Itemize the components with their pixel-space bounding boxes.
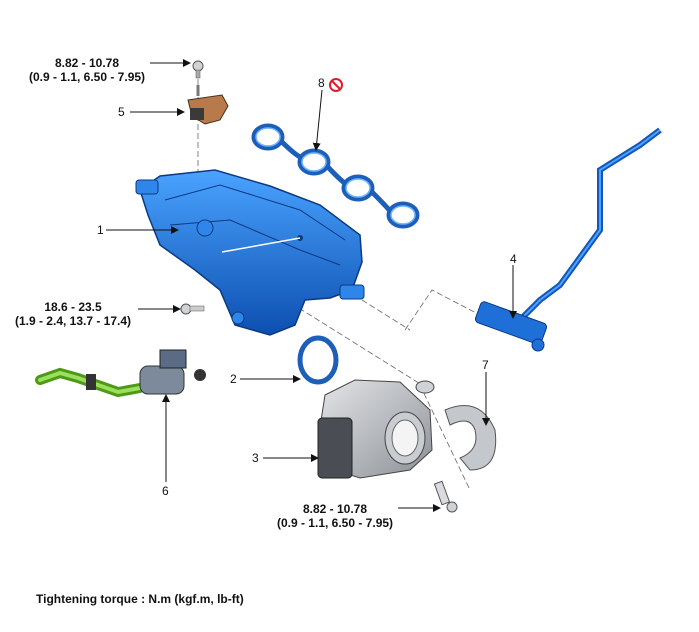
callout-3: 3 [252,451,259,465]
throttle-body [317,379,433,479]
torque-manifold-line2: (1.9 - 2.4, 13.7 - 17.4) [14,314,132,328]
callout-2: 2 [230,372,237,386]
hose-clamp [415,380,435,394]
purge-hose [35,367,145,398]
torque-sensor-line2: (0.9 - 1.1, 6.50 - 7.95) [28,70,146,84]
callout-6: 6 [162,484,169,498]
manifold-bolt [180,303,205,315]
torque-units-footer: Tightening torque : N.m (kgf.m, lb-ft) [36,592,244,606]
callout-8: 8 [318,76,325,90]
intake-manifold [135,169,365,336]
torque-label-manifold-bolt: 18.6 - 23.5 (1.9 - 2.4, 13.7 - 17.4) [8,300,138,328]
throttle-bolt [433,480,458,513]
intake-gasket-highlight [255,127,416,225]
leader-arrows [106,59,517,512]
callout-4: 4 [510,252,517,266]
torque-label-sensor-bolt: 8.82 - 10.78 (0.9 - 1.1, 6.50 - 7.95) [28,56,146,84]
torque-label-throttle-bolt: 8.82 - 10.78 (0.9 - 1.1, 6.50 - 7.95) [275,502,395,530]
sensor-bolt [192,60,204,79]
intake-pipe [444,405,497,471]
torque-sensor-line1: 8.82 - 10.78 [54,56,120,70]
purge-valve [139,349,206,395]
callout-5: 5 [118,105,125,119]
pcv-pipe [474,127,662,352]
intake-gasket [251,123,420,229]
torque-throttle-line1: 8.82 - 10.78 [302,502,368,516]
callout-7: 7 [482,358,489,372]
callout-1: 1 [97,223,104,237]
no-reuse-icon [329,78,343,92]
torque-manifold-line1: 18.6 - 23.5 [44,300,102,314]
torque-throttle-line2: (0.9 - 1.1, 6.50 - 7.95) [276,516,394,530]
map-sensor [187,85,229,125]
throttle-gasket [297,335,339,385]
